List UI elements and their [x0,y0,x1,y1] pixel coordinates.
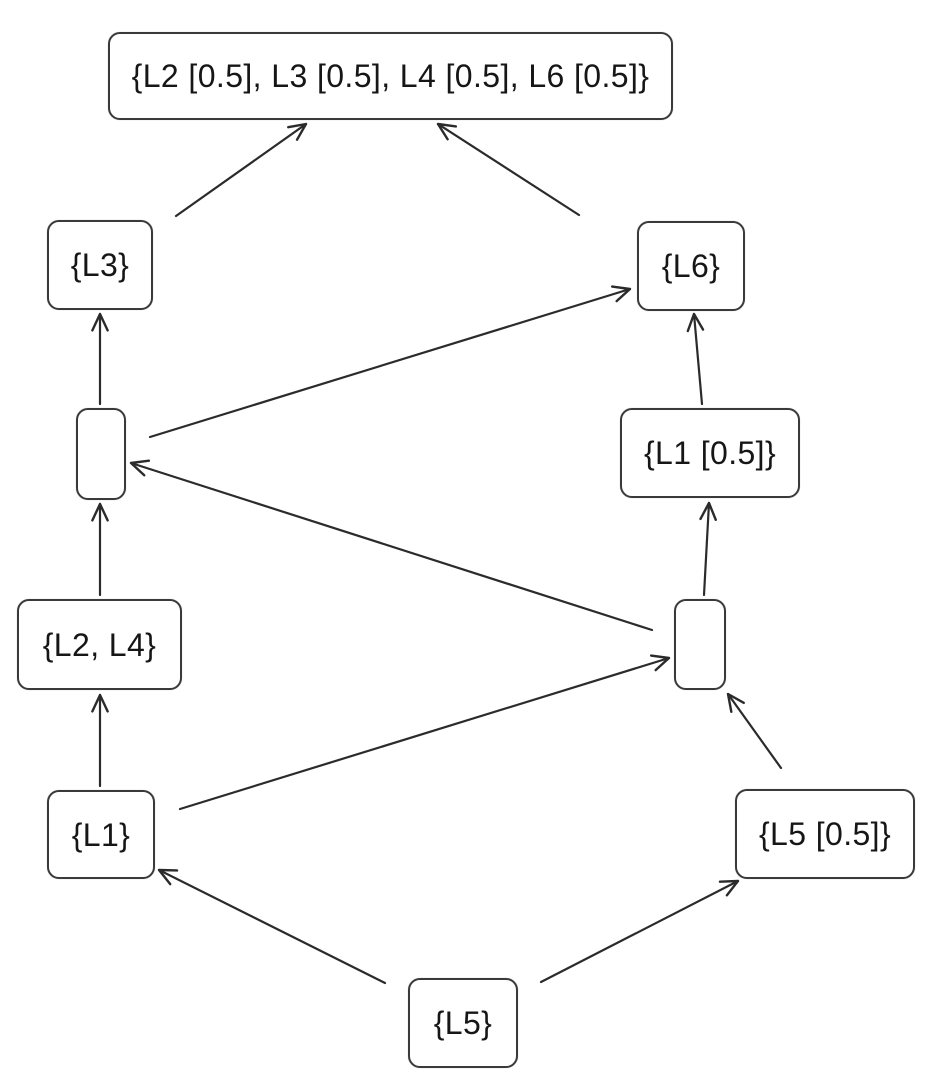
node-empty-left [76,408,126,500]
node-label: {L2 [0.5], L3 [0.5], L4 [0.5], L6 [0.5]} [131,58,650,94]
node-label: {L3} [70,247,130,283]
node-empty-right [674,599,726,690]
node-label: {L6} [661,248,721,284]
node-label: {L5} [433,1005,493,1041]
node-l1-05: {L1 [0.5]} [620,408,800,498]
node-l6: {L6} [637,221,745,311]
node-l5: {L5} [408,978,518,1068]
node-l3: {L3} [47,220,153,310]
node-label: {L5 [0.5]} [758,816,892,852]
node-label: {L1} [71,816,131,853]
node-label: {L1 [0.5]} [643,435,777,471]
node-l5-05: {L5 [0.5]} [735,789,915,879]
node-l2-l4: {L2, L4} [17,599,182,690]
node-label: {L2, L4} [42,626,157,663]
node-top: {L2 [0.5], L3 [0.5], L4 [0.5], L6 [0.5]} [108,32,673,120]
node-l1: {L1} [47,790,155,879]
